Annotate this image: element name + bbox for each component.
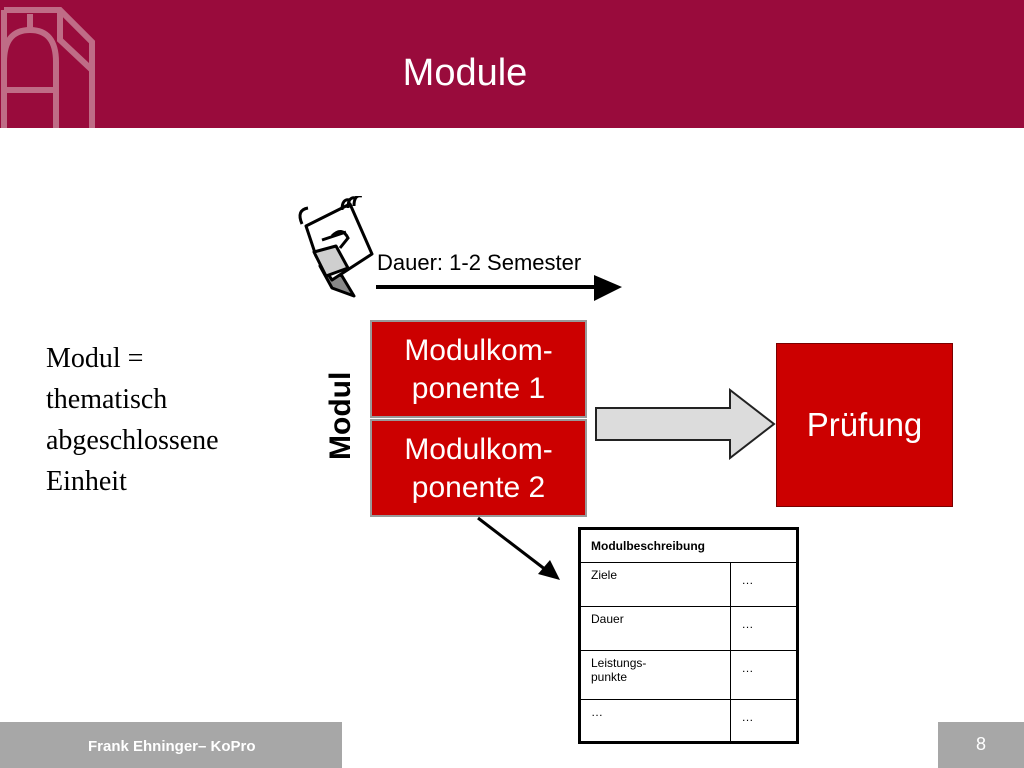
- definition-line: Einheit: [46, 466, 127, 497]
- module-vertical-label: Modul: [324, 371, 357, 460]
- module-component-1: Modulkom- ponente 1: [370, 320, 587, 418]
- table-header: Modulbeschreibung: [579, 528, 798, 563]
- diagonal-arrow: [477, 516, 560, 580]
- table-row: Dauer …: [578, 606, 798, 651]
- table-row: Leistungs- punkte …: [578, 650, 798, 700]
- duration-arrow: [376, 275, 622, 301]
- table-cell-key: Ziele: [578, 562, 732, 607]
- component-label: Modulkom-: [404, 433, 553, 466]
- table-cell-key: Leistungs- punkte: [578, 650, 732, 700]
- table-row: Ziele …: [578, 562, 798, 607]
- duration-label: Dauer: 1-2 Semester: [377, 250, 582, 275]
- page-number: 8: [975, 734, 986, 754]
- module-description-table: Modulbeschreibung Ziele … Dauer … Leistu…: [578, 527, 799, 744]
- component-label: ponente 2: [411, 471, 546, 504]
- slide-title: Module: [402, 52, 528, 94]
- component-label: ponente 1: [411, 372, 546, 405]
- table-row: … …: [578, 699, 798, 743]
- module-definition: Modul = thematisch abgeschlossene Einhei…: [46, 338, 219, 502]
- footer-author: Frank Ehninger– KoPro: [88, 738, 256, 755]
- table-cell-key: Dauer: [578, 606, 732, 651]
- page-number-box: [938, 722, 1024, 768]
- definition-line: Modul =: [46, 343, 144, 374]
- table-cell-value: …: [730, 699, 798, 743]
- module-component-2: Modulkom- ponente 2: [370, 419, 587, 517]
- university-logo: [1, 7, 95, 128]
- exam-label: Prüfung: [806, 406, 923, 443]
- footer-bar: [0, 722, 342, 768]
- calendar-icon: [298, 196, 374, 298]
- header-bar: Module: [0, 0, 1024, 128]
- table-cell-value: …: [730, 650, 798, 700]
- table-cell-value: …: [730, 606, 798, 651]
- definition-line: abgeschlossene: [46, 425, 219, 456]
- component-label: Modulkom-: [404, 334, 553, 367]
- definition-line: thematisch: [46, 384, 168, 415]
- table-cell-value: …: [730, 562, 798, 607]
- table-cell-key: …: [578, 699, 732, 743]
- block-arrow-icon: [595, 388, 776, 460]
- exam-box: Prüfung: [776, 343, 953, 507]
